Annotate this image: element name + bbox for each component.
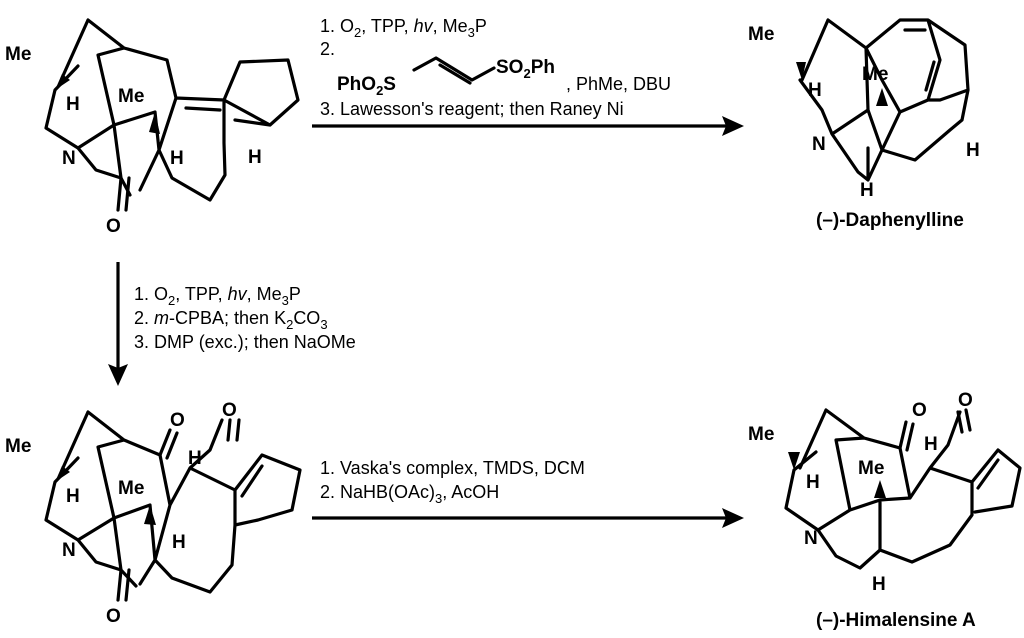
h-label: H xyxy=(248,147,262,168)
subscript: 3 xyxy=(282,293,289,308)
daphenylline-structure: Me Me H N H H xyxy=(748,18,980,201)
reagent-text: 1. O xyxy=(134,284,168,304)
starting-material: Me Me H N H H O xyxy=(5,18,300,237)
svg-text:2. m-CPBA; then K2CO3: 2. m-CPBA; then K2CO3 xyxy=(134,308,328,332)
h-label: H xyxy=(872,574,886,595)
italic-text: hv xyxy=(228,284,248,304)
n-label: N xyxy=(62,540,76,561)
o-label: O xyxy=(170,410,185,431)
o-label: O xyxy=(222,400,237,421)
svg-text:2. NaHB(OAc)3, AcOH: 2. NaHB(OAc)3, AcOH xyxy=(320,482,499,506)
italic-text: hv xyxy=(414,16,434,36)
h-label: H xyxy=(924,434,938,455)
me-label: Me xyxy=(5,44,31,65)
daphenylline-name: (–)-Daphenylline xyxy=(816,210,964,231)
subscript: 3 xyxy=(435,491,442,506)
reagent-text: 2. xyxy=(320,39,335,59)
me-label: Me xyxy=(748,24,774,45)
reagent-text: 1. O xyxy=(320,16,354,36)
me-label: Me xyxy=(858,458,884,479)
o-label: O xyxy=(958,390,973,411)
reagent-text: , TPP, xyxy=(361,16,413,36)
reagent-text: CO xyxy=(293,308,320,328)
svg-text:1. O2, TPP, hv, Me3P: 1. O2, TPP, hv, Me3P xyxy=(134,284,301,308)
subscript: 2 xyxy=(376,83,383,98)
svg-text:1. O2, TPP, hv, Me3P: 1. O2, TPP, hv, Me3P xyxy=(320,16,487,40)
himalensine-name: (–)-Himalensine A xyxy=(816,610,976,631)
reagent-text: 1. Vaska's complex, TMDS, DCM xyxy=(320,458,585,478)
reagent-text: , Me xyxy=(247,284,282,304)
reagent-text: 3. DMP (exc.); then NaOMe xyxy=(134,332,356,352)
o-label: O xyxy=(912,400,927,421)
o-label: O xyxy=(106,216,121,237)
reagent-text: 2. NaHB(OAc) xyxy=(320,482,435,502)
reagent-text: , Me xyxy=(433,16,468,36)
reagent-text: -CPBA; then K xyxy=(169,308,286,328)
reagent-text: , TPP, xyxy=(175,284,227,304)
subscript: 2 xyxy=(168,293,175,308)
me-label: Me xyxy=(5,436,31,457)
himalensine-structure: Me Me H N H H O O xyxy=(748,390,1022,595)
subscript: 2 xyxy=(286,317,293,332)
reagent-text: P xyxy=(475,16,487,36)
phs-label: PhO xyxy=(337,74,376,95)
h-label: H xyxy=(188,448,202,469)
me-label: Me xyxy=(748,424,774,445)
o-label: O xyxy=(106,606,121,627)
n-label: N xyxy=(62,148,76,169)
h-label: H xyxy=(806,472,820,493)
arrow-step-2 xyxy=(108,262,128,386)
step2-reagents: 1. O2, TPP, hv, Me3P 2. m-CPBA; then K2C… xyxy=(134,284,356,352)
me-label: Me xyxy=(118,478,144,499)
step3-reagents: 1. Vaska's complex, TMDS, DCM 2. NaHB(OA… xyxy=(320,458,585,506)
intermediate: Me Me H N H H O O O xyxy=(5,400,302,627)
h-label: H xyxy=(66,94,80,115)
svg-text:PhO2S: PhO2S xyxy=(337,74,396,98)
svg-text:SO2Ph: SO2Ph xyxy=(496,57,555,81)
reagent-text: , PhMe, DBU xyxy=(566,74,671,94)
n-label: N xyxy=(804,528,818,549)
reagent-text: , AcOH xyxy=(442,482,499,502)
me-label: Me xyxy=(862,64,888,85)
so2-label: SO xyxy=(496,57,523,78)
step1-reagents: 1. O2, TPP, hv, Me3P 2. PhO2S SO2Ph , Ph… xyxy=(320,16,671,119)
n-label: N xyxy=(812,134,826,155)
h-label: H xyxy=(172,532,186,553)
h-label: H xyxy=(808,80,822,101)
ph-label: Ph xyxy=(531,57,555,78)
s-label: S xyxy=(383,74,396,95)
h-label: H xyxy=(170,148,184,169)
italic-text: m xyxy=(154,308,169,328)
subscript: 2 xyxy=(523,66,530,81)
arrow-step-3 xyxy=(312,508,744,528)
arrow-step-1 xyxy=(312,116,744,136)
me-label: Me xyxy=(118,86,144,107)
subscript: 2 xyxy=(354,25,361,40)
reagent-text: 2. xyxy=(134,308,154,328)
subscript: 3 xyxy=(320,317,327,332)
reagent-text: 3. Lawesson's reagent; then Raney Ni xyxy=(320,99,624,119)
h-label: H xyxy=(66,486,80,507)
subscript: 3 xyxy=(468,25,475,40)
h-label: H xyxy=(966,140,980,161)
h-label: H xyxy=(860,180,874,201)
reagent-text: P xyxy=(289,284,301,304)
